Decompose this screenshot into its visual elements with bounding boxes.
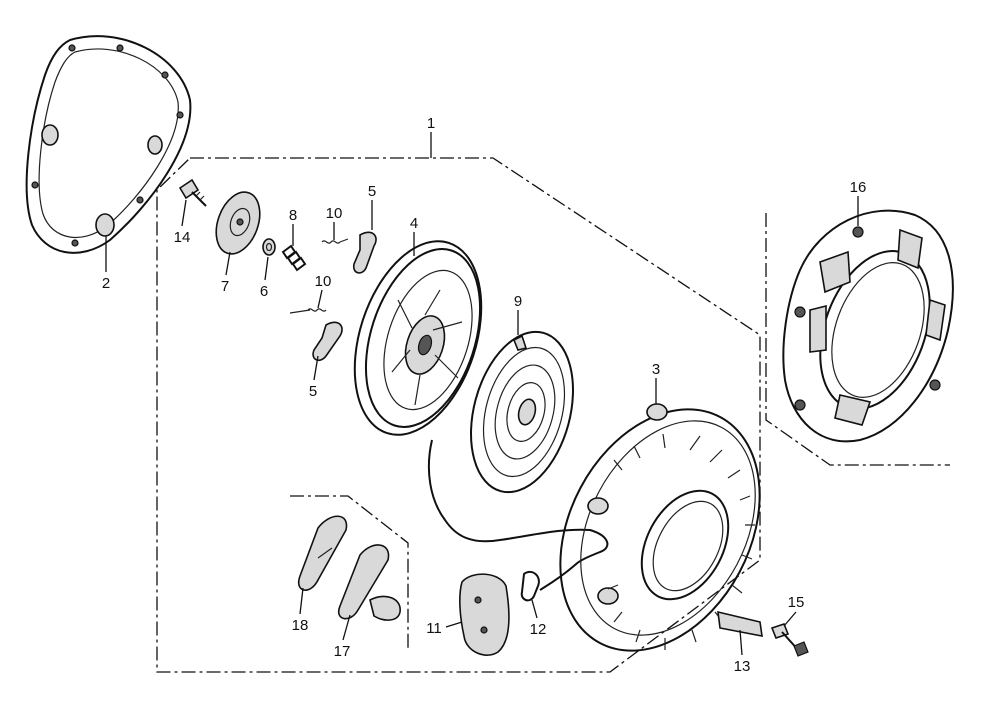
leader-7 [225, 251, 231, 276]
starter-case-3 [559, 403, 761, 652]
callout-16: 16 [850, 179, 867, 196]
leader-17 [342, 614, 351, 641]
callout-15: 15 [788, 594, 805, 611]
rope-guide-11 [459, 573, 510, 656]
leader-10b [317, 289, 323, 309]
callout-10b: 10 [315, 273, 332, 290]
cover-group-boundary [765, 213, 950, 466]
callout-17: 17 [334, 643, 351, 660]
leader-11 [445, 621, 463, 628]
callout-1: 1 [427, 115, 435, 132]
starter-rope [427, 439, 609, 591]
spring-10-upper [321, 238, 349, 244]
callout-12: 12 [530, 621, 547, 638]
leader-13 [739, 629, 743, 656]
ratchet-plate-7 [215, 191, 261, 255]
pawl-5-lower [312, 321, 343, 362]
leader-12 [531, 599, 538, 619]
spring-10-lower [289, 308, 327, 314]
bolt-15 [770, 623, 809, 657]
leader-15 [783, 611, 797, 627]
callout-10a: 10 [326, 205, 343, 222]
callout-3: 3 [652, 361, 660, 378]
callout-4: 4 [410, 215, 418, 232]
leader-14 [181, 199, 187, 227]
callout-2: 2 [102, 275, 110, 292]
handle-group-boundary [290, 495, 409, 650]
recoil-spring-9 [470, 330, 574, 494]
handle-17 [337, 544, 401, 621]
callout-11: 11 [426, 620, 442, 637]
callout-5b: 5 [309, 383, 317, 400]
assembly-boundary-1 [156, 157, 761, 673]
washer-6 [262, 238, 276, 256]
pawl-5-upper [352, 231, 377, 274]
handle-18 [297, 515, 348, 591]
spring-8 [281, 244, 307, 272]
callout-18: 18 [292, 617, 309, 634]
bolt-14 [178, 178, 207, 207]
reel-pulley-4 [353, 240, 483, 436]
gasket-ring [25, 35, 192, 254]
leader-18 [299, 587, 304, 615]
callout-7: 7 [221, 278, 229, 295]
leader-6 [264, 256, 269, 281]
callout-9: 9 [514, 293, 522, 310]
sleeve-13 [717, 610, 763, 637]
callout-8: 8 [289, 207, 297, 224]
fan-cover-16 [782, 209, 954, 443]
callout-13: 13 [734, 658, 751, 675]
callout-6: 6 [260, 283, 268, 300]
leader-5b [313, 355, 319, 381]
callout-14: 14 [174, 229, 191, 246]
rope-clip-12 [520, 570, 540, 602]
callout-5a: 5 [368, 183, 376, 200]
